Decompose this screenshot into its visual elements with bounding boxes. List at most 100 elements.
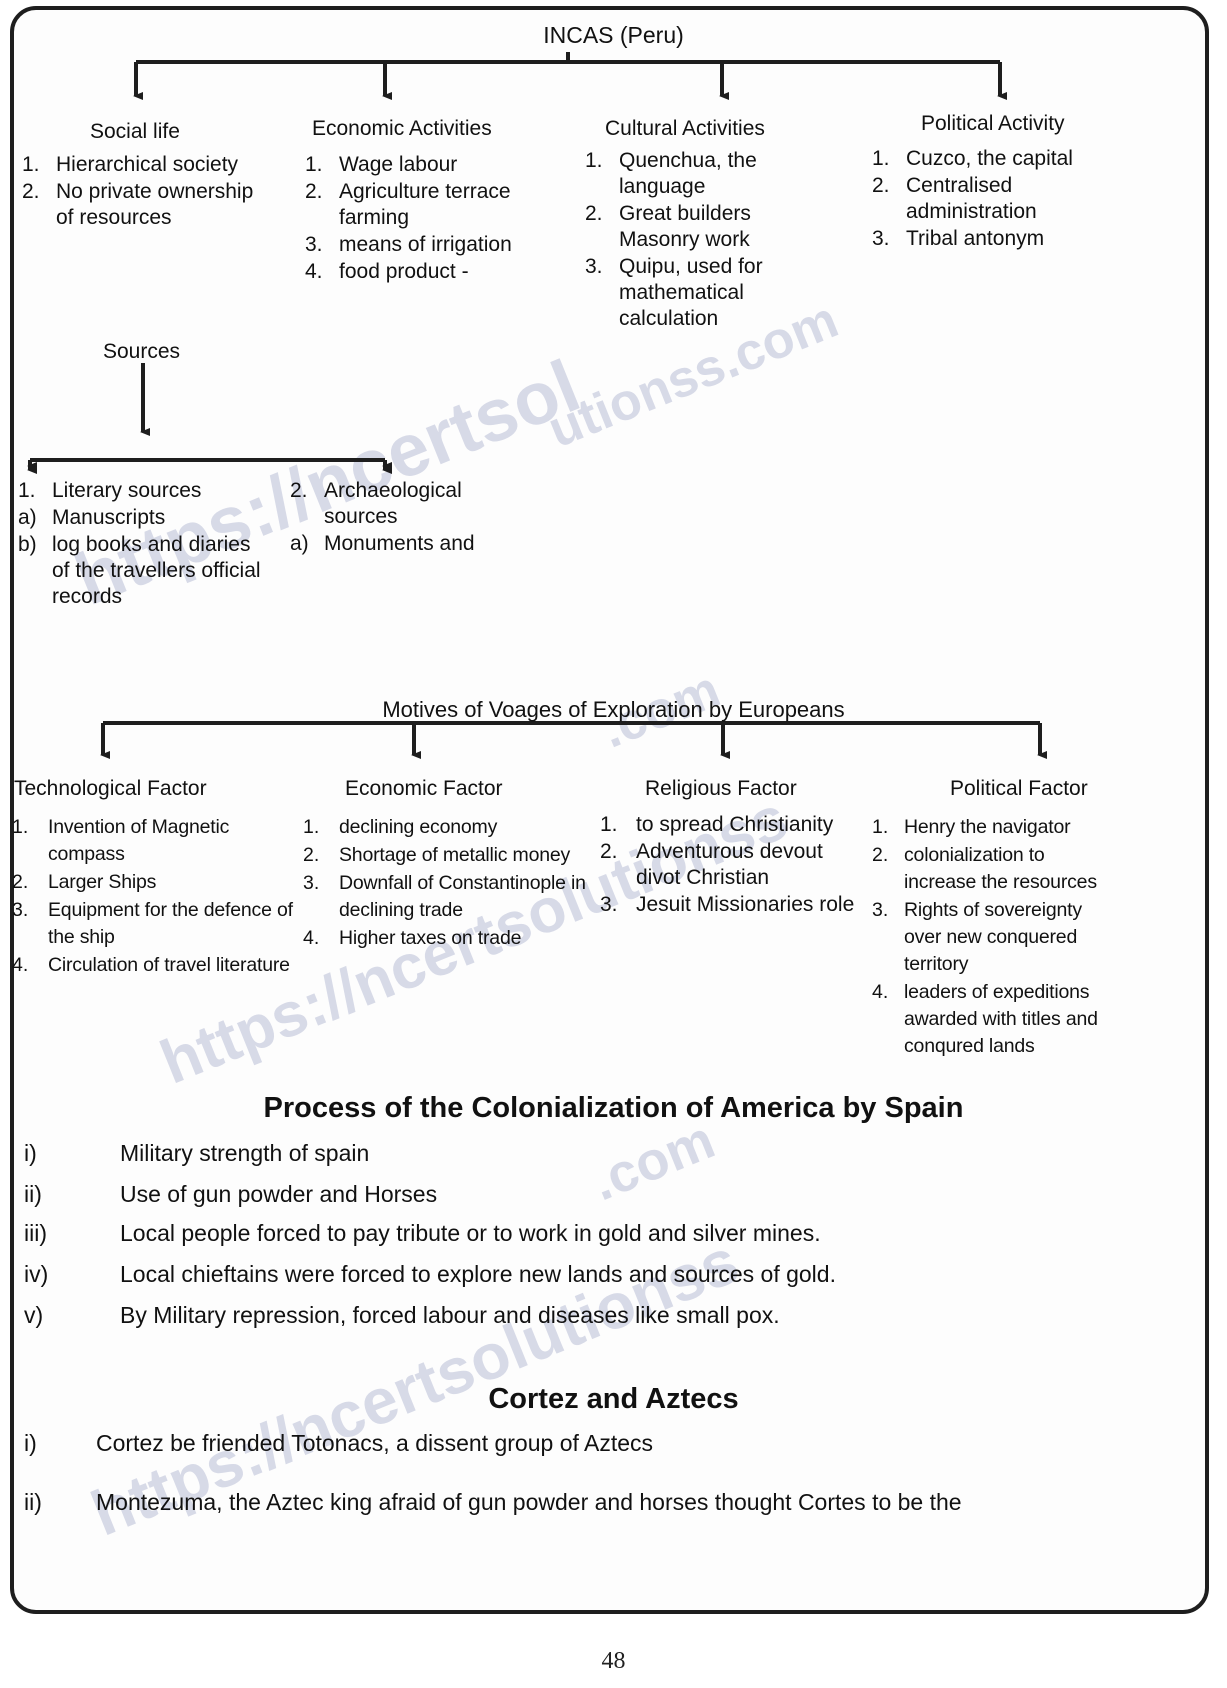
list-text: By Military repression, forced labour an… bbox=[120, 1302, 780, 1328]
list-text: Archaeological sources bbox=[324, 479, 462, 528]
list-item: 1. to spread Christianity bbox=[600, 812, 870, 838]
list-marker: 3. bbox=[600, 893, 618, 916]
list-item: 3. Rights of sovereignty over new conque… bbox=[872, 897, 1112, 978]
list-item: i) Military strength of spain bbox=[24, 1140, 369, 1167]
factor-list-economic: 1. declining economy 2. Shortage of meta… bbox=[303, 814, 588, 953]
list-text: to spread Christianity bbox=[636, 813, 834, 836]
list-text: Hierarchical society bbox=[56, 153, 239, 176]
branch-list-political-activity: 1. Cuzco, the capital 2. Centralised adm… bbox=[872, 146, 1092, 253]
list-item: 3. Tribal antonym bbox=[872, 226, 1092, 252]
list-marker: 1. bbox=[872, 147, 890, 170]
list-item: 4. Higher taxes on trade bbox=[303, 925, 588, 952]
list-marker: a) bbox=[18, 506, 37, 529]
branch-title-social-life: Social life bbox=[90, 120, 180, 143]
list-text: Tribal antonym bbox=[906, 227, 1045, 250]
list-item: 2. Archaeological sources bbox=[290, 478, 540, 530]
list-item: 2. Shortage of metallic money bbox=[303, 842, 588, 869]
sources-title: Sources bbox=[103, 340, 181, 363]
list-text: Great builders Masonry work bbox=[619, 202, 751, 251]
incas-title: INCAS (Peru) bbox=[543, 22, 684, 48]
list-marker: 2. bbox=[303, 844, 320, 866]
list-text: Jesuit Missionaries role bbox=[636, 893, 855, 916]
list-text: Henry the navigator bbox=[904, 816, 1071, 838]
list-text: food product - bbox=[339, 260, 469, 283]
list-item: 2. Adventurous devout divot Christian bbox=[600, 839, 870, 891]
branch-list-economic-activities: 1. Wage labour 2. Agriculture terrace fa… bbox=[305, 152, 535, 286]
list-text: Circulation of travel literature bbox=[48, 954, 290, 976]
colonialization-heading: Process of the Colonialization of Americ… bbox=[263, 1092, 964, 1124]
branch-list-cultural-activities: 1. Quenchua, the language 2. Great build… bbox=[585, 148, 820, 333]
sources-list-literary: 1. Literary sources a) Manuscripts b) lo… bbox=[18, 478, 268, 611]
list-item: 4. food product - bbox=[305, 259, 535, 285]
list-marker: 2. bbox=[305, 180, 323, 203]
list-text: Shortage of metallic money bbox=[339, 844, 571, 866]
factor-list-religious: 1. to spread Christianity 2. Adventurous… bbox=[600, 812, 870, 919]
list-text: Manuscripts bbox=[52, 506, 166, 529]
list-text: Equipment for the defence of the ship bbox=[48, 899, 293, 948]
list-item: 2. No private ownership of resources bbox=[22, 179, 262, 231]
list-item: 1. Literary sources bbox=[18, 478, 268, 504]
list-item: 3. Quipu, used for mathematical calculat… bbox=[585, 254, 820, 332]
list-text: Military strength of spain bbox=[120, 1140, 370, 1166]
page-border bbox=[10, 6, 1209, 1614]
list-text: Local chieftains were forced to explore … bbox=[120, 1261, 836, 1287]
list-text: Adventurous devout divot Christian bbox=[636, 840, 823, 889]
list-marker: 2. bbox=[600, 840, 618, 863]
list-item: iii) Local people forced to pay tribute … bbox=[24, 1220, 821, 1247]
list-text: Cortez be friended Totonacs, a dissent g… bbox=[96, 1430, 654, 1456]
list-text: Higher taxes on trade bbox=[339, 927, 522, 949]
list-item: 2. Centralised administration bbox=[872, 173, 1092, 225]
list-item: 2. Great builders Masonry work bbox=[585, 201, 820, 253]
list-marker: 1. bbox=[22, 153, 40, 176]
list-marker: ii) bbox=[24, 1489, 42, 1515]
list-marker: 3. bbox=[872, 899, 889, 921]
cortez-heading: Cortez and Aztecs bbox=[488, 1383, 739, 1415]
list-item: 3. Jesuit Missionaries role bbox=[600, 892, 870, 918]
factor-title-technological: Technological Factor bbox=[14, 777, 207, 800]
list-marker: v) bbox=[24, 1302, 44, 1328]
branch-title-cultural-activities: Cultural Activities bbox=[605, 117, 765, 140]
list-marker: i) bbox=[24, 1140, 37, 1166]
list-item: 1. Hierarchical society bbox=[22, 152, 262, 178]
list-item: 3. means of irrigation bbox=[305, 232, 535, 258]
list-marker: iii) bbox=[24, 1220, 47, 1246]
list-marker: ii) bbox=[24, 1181, 42, 1207]
list-marker: 1. bbox=[872, 816, 889, 838]
sources-list-archaeological: 2. Archaeological sources a) Monuments a… bbox=[290, 478, 540, 558]
list-marker: 3. bbox=[872, 227, 890, 250]
list-item: b) log books and diaries of the travelle… bbox=[18, 532, 268, 610]
list-text: Cuzco, the capital bbox=[906, 147, 1073, 170]
list-marker: 2. bbox=[585, 202, 603, 225]
list-text: Use of gun powder and Horses bbox=[120, 1181, 438, 1207]
list-marker: 1. bbox=[12, 816, 29, 838]
motives-title: Motives of Voages of Exploration by Euro… bbox=[382, 697, 845, 722]
list-marker: i) bbox=[24, 1430, 37, 1456]
list-marker: 2. bbox=[290, 479, 308, 502]
list-marker: 2. bbox=[872, 174, 890, 197]
list-item: ii) Montezuma, the Aztec king afraid of … bbox=[24, 1489, 962, 1516]
list-text: Invention of Magnetic compass bbox=[48, 816, 230, 865]
list-item: 4. leaders of expeditions awarded with t… bbox=[872, 979, 1112, 1060]
factor-title-economic: Economic Factor bbox=[345, 777, 503, 800]
list-text: colonialization to increase the resource… bbox=[904, 844, 1097, 893]
list-marker: 3. bbox=[585, 255, 603, 278]
list-text: means of irrigation bbox=[339, 233, 512, 256]
list-item: a) Monuments and bbox=[290, 531, 540, 557]
list-text: Monuments and bbox=[324, 532, 475, 555]
list-text: Agriculture terrace farming bbox=[339, 180, 511, 229]
list-text: declining economy bbox=[339, 816, 498, 838]
list-text: Literary sources bbox=[52, 479, 202, 502]
list-marker: 1. bbox=[585, 149, 603, 172]
list-item: 4. Circulation of travel literature bbox=[12, 952, 302, 979]
list-item: i) Cortez be friended Totonacs, a dissen… bbox=[24, 1430, 653, 1457]
list-item: a) Manuscripts bbox=[18, 505, 268, 531]
list-item: 3. Downfall of Constantinople in declini… bbox=[303, 870, 588, 924]
list-item: v) By Military repression, forced labour… bbox=[24, 1302, 780, 1329]
branch-title-economic-activities: Economic Activities bbox=[312, 117, 492, 140]
list-marker: 1. bbox=[18, 479, 36, 502]
list-marker: a) bbox=[290, 532, 309, 555]
list-item: 1. Invention of Magnetic compass bbox=[12, 814, 302, 868]
list-marker: 2. bbox=[22, 180, 40, 203]
list-marker: 4. bbox=[12, 954, 29, 976]
